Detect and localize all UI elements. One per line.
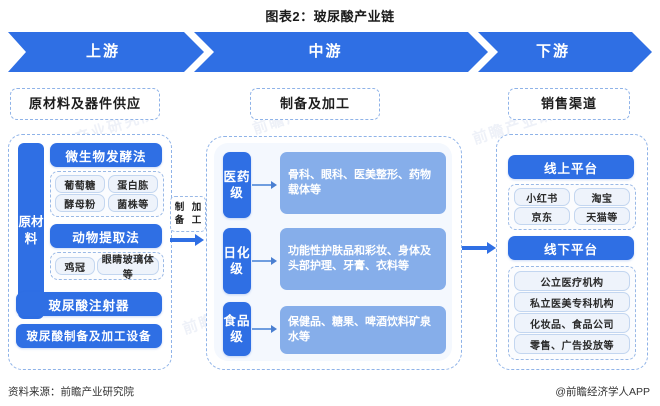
connector-label-line1: 制备 xyxy=(174,202,185,226)
chip-item[interactable]: 京东 xyxy=(514,207,570,225)
stage-banner: 上游 中游 下游 xyxy=(8,32,652,72)
arrow-midstream-to-downstream xyxy=(462,242,496,254)
section-header-midstream: 制备及加工 xyxy=(250,88,380,120)
section-header-upstream: 原材料及器件供应 xyxy=(10,88,160,120)
connector-label-line2: 加工 xyxy=(191,202,202,226)
device-box-production-equipment[interactable]: 玻尿酸制备及加工设备 xyxy=(16,324,162,348)
chip-item[interactable]: 化妆品、食品公司 xyxy=(514,313,630,333)
grade-tag-daily-chemical[interactable]: 日化级 xyxy=(223,228,251,294)
source-note: 资料来源：前瞻产业研究院 xyxy=(8,386,134,398)
arrow-grade-daily-chemical xyxy=(252,257,278,265)
method-box-animal-extraction[interactable]: 动物提取法 xyxy=(50,224,162,248)
chip-item[interactable]: 葡萄糖 xyxy=(55,175,105,193)
section-header-downstream: 销售渠道 xyxy=(508,88,630,120)
chip-item[interactable]: 天猫等 xyxy=(574,207,630,225)
chip-item[interactable]: 小红书 xyxy=(514,188,570,206)
connector-label-box: 制备 加工 xyxy=(170,196,206,232)
chip-item[interactable]: 眼睛玻璃体等 xyxy=(97,255,159,281)
chip-item[interactable]: 菌株等 xyxy=(108,194,158,212)
chip-item[interactable]: 鸡冠 xyxy=(55,257,95,275)
device-box-injector[interactable]: 玻尿酸注射器 xyxy=(16,292,162,316)
grade-tag-food[interactable]: 食品级 xyxy=(223,302,251,356)
chip-item[interactable]: 淘宝 xyxy=(574,188,630,206)
grade-content-daily-chemical[interactable]: 功能性护肤品和彩妆、身体及头部护理、牙膏、衣料等 xyxy=(280,228,446,290)
grade-tag-medical[interactable]: 医药级 xyxy=(223,152,251,218)
chip-item[interactable]: 公立医疗机构 xyxy=(514,271,630,291)
arrow-grade-medical xyxy=(252,181,278,189)
grade-content-medical[interactable]: 骨科、眼科、医美整形、药物载体等 xyxy=(280,152,446,214)
chip-item[interactable]: 蛋白胨 xyxy=(108,175,158,193)
brand-note: @前瞻经济学人APP xyxy=(555,386,650,398)
method-box-fermentation[interactable]: 微生物发酵法 xyxy=(50,143,162,167)
stage-label-upstream: 上游 xyxy=(85,43,120,60)
chip-item[interactable]: 私立医美专科机构 xyxy=(514,292,630,312)
grade-content-food[interactable]: 保健品、糖果、啤酒饮料矿泉水等 xyxy=(280,306,446,354)
stage-label-downstream: 下游 xyxy=(535,43,570,60)
arrow-grade-food xyxy=(252,325,278,333)
chip-item[interactable]: 零售、广告投放等 xyxy=(514,334,630,354)
page-title: 图表2：玻尿酸产业链 xyxy=(265,9,395,24)
raw-material-vertical-label: 原材料 xyxy=(18,143,44,319)
channel-box-online[interactable]: 线上平台 xyxy=(508,155,634,179)
channel-box-offline[interactable]: 线下平台 xyxy=(508,236,634,260)
chip-item[interactable]: 酵母粉 xyxy=(55,194,105,212)
arrow-upstream-to-midstream xyxy=(170,234,204,246)
stage-label-midstream: 中游 xyxy=(308,43,343,60)
